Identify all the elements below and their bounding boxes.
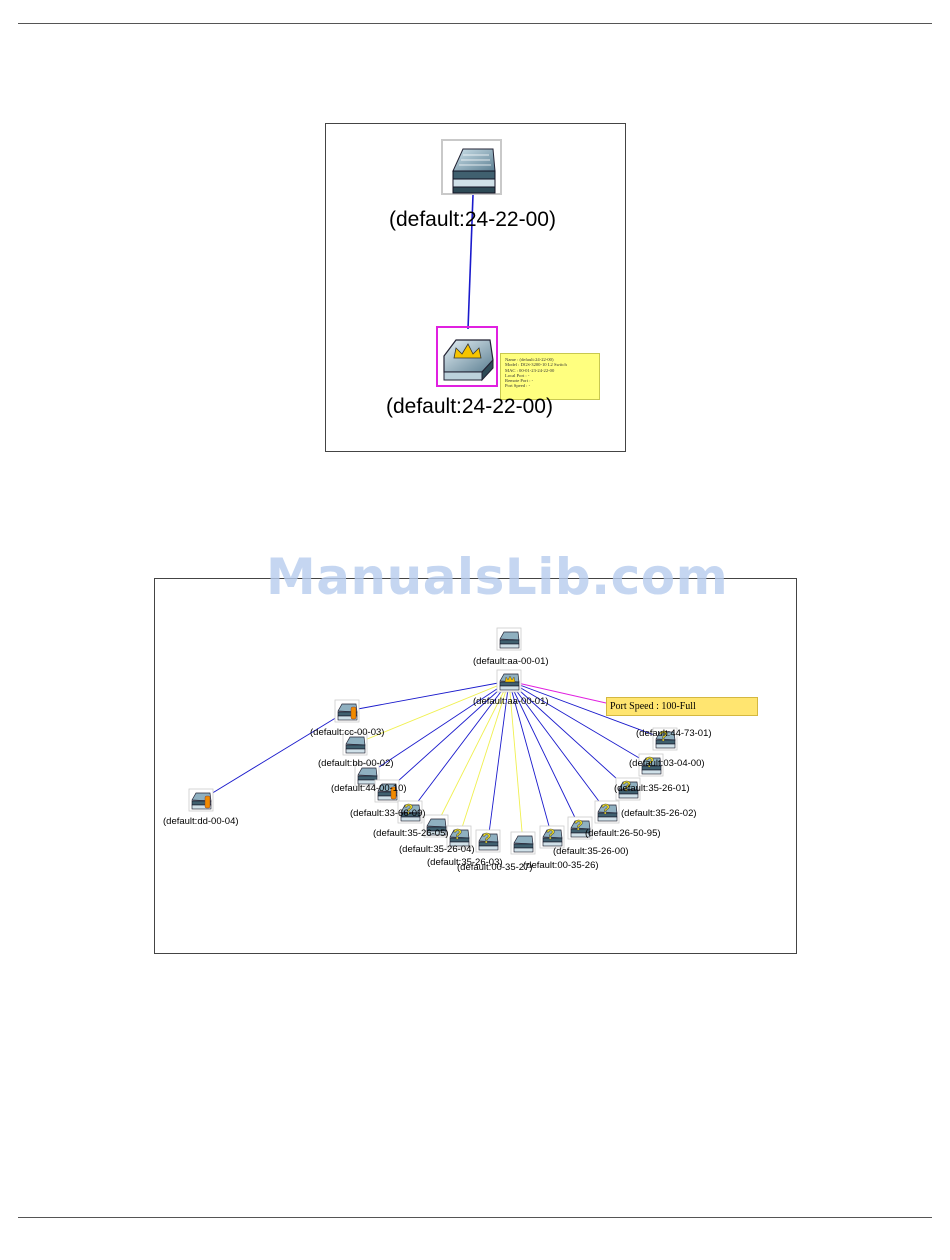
link-line xyxy=(508,680,629,790)
svg-text:?: ? xyxy=(404,801,413,818)
footer-rule xyxy=(18,1217,932,1218)
link-line xyxy=(200,710,348,801)
tooltip-line: Local Port : - xyxy=(505,372,530,378)
single-switch-topology-figure: (default:24-22-00) Name : (default:24-22… xyxy=(325,123,626,452)
device-label: (default:44-73-01) xyxy=(636,728,712,739)
top-device-label: (default:24-22-00) xyxy=(389,208,556,231)
device-label: (default:00-35-26) xyxy=(523,860,599,871)
link-line xyxy=(487,680,510,842)
link-line xyxy=(508,680,608,813)
link-line xyxy=(508,680,652,766)
device-label: (default:00-35-27) xyxy=(457,862,533,873)
device-label: (default:35-26-01) xyxy=(614,783,690,794)
figure2-graph: ? ? ? ? ? xyxy=(188,627,678,855)
svg-text:?: ? xyxy=(574,817,583,834)
unknown-device-icon[interactable]: ? xyxy=(446,825,472,849)
device-label: (default:35-26-04) xyxy=(399,844,475,855)
svg-text:?: ? xyxy=(482,830,491,847)
device-label: (default:35-26-03) xyxy=(427,857,503,868)
selected-switch-highlight[interactable] xyxy=(436,326,498,387)
tooltip-line: Port Speed : - xyxy=(505,383,531,389)
multi-device-topology-figure: ? ? ? ? ? xyxy=(154,578,797,954)
link-line xyxy=(467,194,474,330)
device-info-tooltip: Name : (default:24-22-00) Model : DGS-32… xyxy=(500,353,600,400)
unknown-device-icon[interactable]: ? xyxy=(475,829,501,853)
link-line xyxy=(354,680,510,745)
switch-icon xyxy=(452,148,496,194)
svg-text:?: ? xyxy=(622,778,631,795)
link-line xyxy=(386,680,510,792)
svg-text:?: ? xyxy=(601,801,610,818)
header-rule xyxy=(18,23,932,24)
switch-icon[interactable] xyxy=(496,627,522,651)
link-line xyxy=(458,680,510,838)
switch-icon[interactable] xyxy=(342,732,368,756)
unknown-device-icon[interactable]: ? xyxy=(594,800,620,824)
unknown-device-icon[interactable]: ? xyxy=(539,825,565,849)
warning-icon[interactable] xyxy=(188,788,214,812)
tooltip-line: Remote Port : - xyxy=(505,378,534,384)
link-line xyxy=(435,680,510,827)
device-label: (default:cc-00-03) xyxy=(310,727,385,738)
figure1-links xyxy=(467,194,474,330)
switch-icon-frame[interactable] xyxy=(441,139,502,195)
link-line xyxy=(508,680,666,740)
device-label: (default:aa-00-01) xyxy=(473,656,549,667)
device-label: (default:35-26-02) xyxy=(621,808,697,819)
device-label: (default:bb-00-02) xyxy=(318,758,394,769)
device-label: (default:aa-00-01) xyxy=(473,696,549,707)
tooltip-line: MAC : 00-01-23-24-22-00 xyxy=(505,367,555,373)
tooltip-line: Name : (default:24-22-00) xyxy=(505,357,554,362)
unknown-device-icon[interactable]: ? xyxy=(397,800,423,824)
warning-icon[interactable] xyxy=(374,779,400,803)
port-speed-tooltip: Port Speed : 100-Full xyxy=(606,697,758,716)
warning-icon[interactable] xyxy=(334,699,360,723)
link-line xyxy=(508,680,607,704)
svg-text:?: ? xyxy=(659,728,668,745)
svg-text:?: ? xyxy=(645,754,654,771)
switch-icon[interactable] xyxy=(510,831,536,855)
device-label: (default:35-26-00) xyxy=(553,846,629,857)
device-label: (default:03-04-00) xyxy=(629,758,705,769)
link-line xyxy=(366,680,510,776)
device-label: (default:35-26-05) xyxy=(373,828,449,839)
switch-icon[interactable] xyxy=(354,763,380,787)
device-label: (default:dd-00-04) xyxy=(163,816,239,827)
link-line xyxy=(508,680,581,829)
link-line xyxy=(409,680,510,813)
bottom-device-label: (default:24-22-00) xyxy=(386,395,553,418)
link-line xyxy=(508,680,553,838)
link-line xyxy=(346,680,510,712)
device-label: (default:44-00-10) xyxy=(331,783,407,794)
svg-text:?: ? xyxy=(546,826,555,843)
unknown-device-icon[interactable]: ? xyxy=(638,753,664,777)
unknown-device-icon[interactable]: ? xyxy=(567,816,593,840)
master-crown-icon xyxy=(443,339,494,382)
watermark: ManualsLib.com xyxy=(266,548,729,606)
device-label: (default:33-66-09) xyxy=(350,808,426,819)
unknown-device-icon[interactable]: ? xyxy=(615,777,641,801)
tooltip-line: Model : DGS-3200-10 L2 Switch xyxy=(505,362,567,368)
switch-icon[interactable] xyxy=(423,814,449,838)
master-crown-icon[interactable] xyxy=(496,669,522,693)
link-line xyxy=(508,680,524,844)
svg-text:?: ? xyxy=(453,826,462,843)
device-label: (default:26-50-95) xyxy=(585,828,661,839)
unknown-device-icon[interactable]: ? xyxy=(652,727,678,751)
